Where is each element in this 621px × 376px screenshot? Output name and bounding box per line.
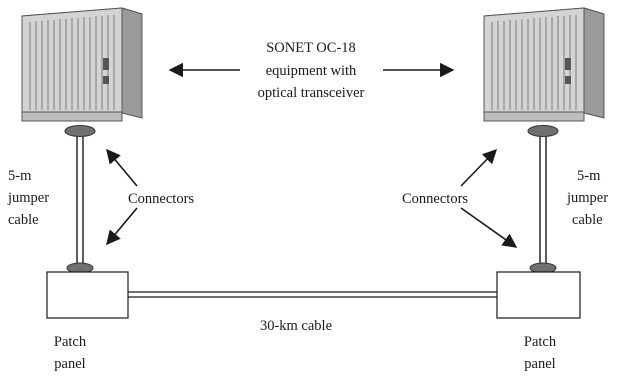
left-patch-panel bbox=[46, 271, 129, 319]
right-patch-panel bbox=[496, 271, 581, 319]
right-patch-panel-label-line-2: panel bbox=[524, 356, 555, 372]
left-jumper-label-line-1: 5-m bbox=[8, 168, 32, 184]
trunk-cable-label: 30-km cable bbox=[260, 318, 332, 334]
arrow-to-left-patch-connector bbox=[106, 207, 138, 246]
arrow-to-right-equipment-connector bbox=[460, 148, 498, 187]
left-jumper-label-line-3: cable bbox=[8, 212, 39, 228]
trunk-cable bbox=[128, 291, 497, 298]
arrow-to-left-equipment-connector bbox=[106, 148, 138, 187]
equipment-caption-line-3: optical transceiver bbox=[258, 85, 365, 101]
right-jumper-label-line-2: jumper bbox=[566, 190, 608, 206]
left-equipment-connector bbox=[64, 125, 96, 137]
right-connectors-label: Connectors bbox=[402, 191, 468, 207]
right-jumper-cable bbox=[539, 136, 547, 266]
right-jumper-label-line-3: cable bbox=[572, 212, 603, 228]
right-jumper-label-line-1: 5-m bbox=[577, 168, 601, 184]
left-sonet-equipment-rack bbox=[21, 7, 143, 122]
right-patch-panel-label-line-1: Patch bbox=[524, 334, 557, 350]
left-jumper-label-line-2: jumper bbox=[7, 190, 49, 206]
right-sonet-equipment-rack bbox=[483, 7, 605, 122]
equipment-caption-line-1: SONET OC-18 bbox=[266, 40, 356, 56]
left-patch-panel-label-line-1: Patch bbox=[54, 334, 87, 350]
right-equipment-connector bbox=[527, 125, 559, 137]
left-patch-panel-label-line-2: panel bbox=[54, 356, 85, 372]
left-jumper-cable bbox=[76, 136, 84, 266]
left-connectors-label: Connectors bbox=[128, 191, 194, 207]
equipment-caption-line-2: equipment with bbox=[266, 63, 357, 79]
arrow-to-right-patch-connector bbox=[460, 207, 518, 248]
